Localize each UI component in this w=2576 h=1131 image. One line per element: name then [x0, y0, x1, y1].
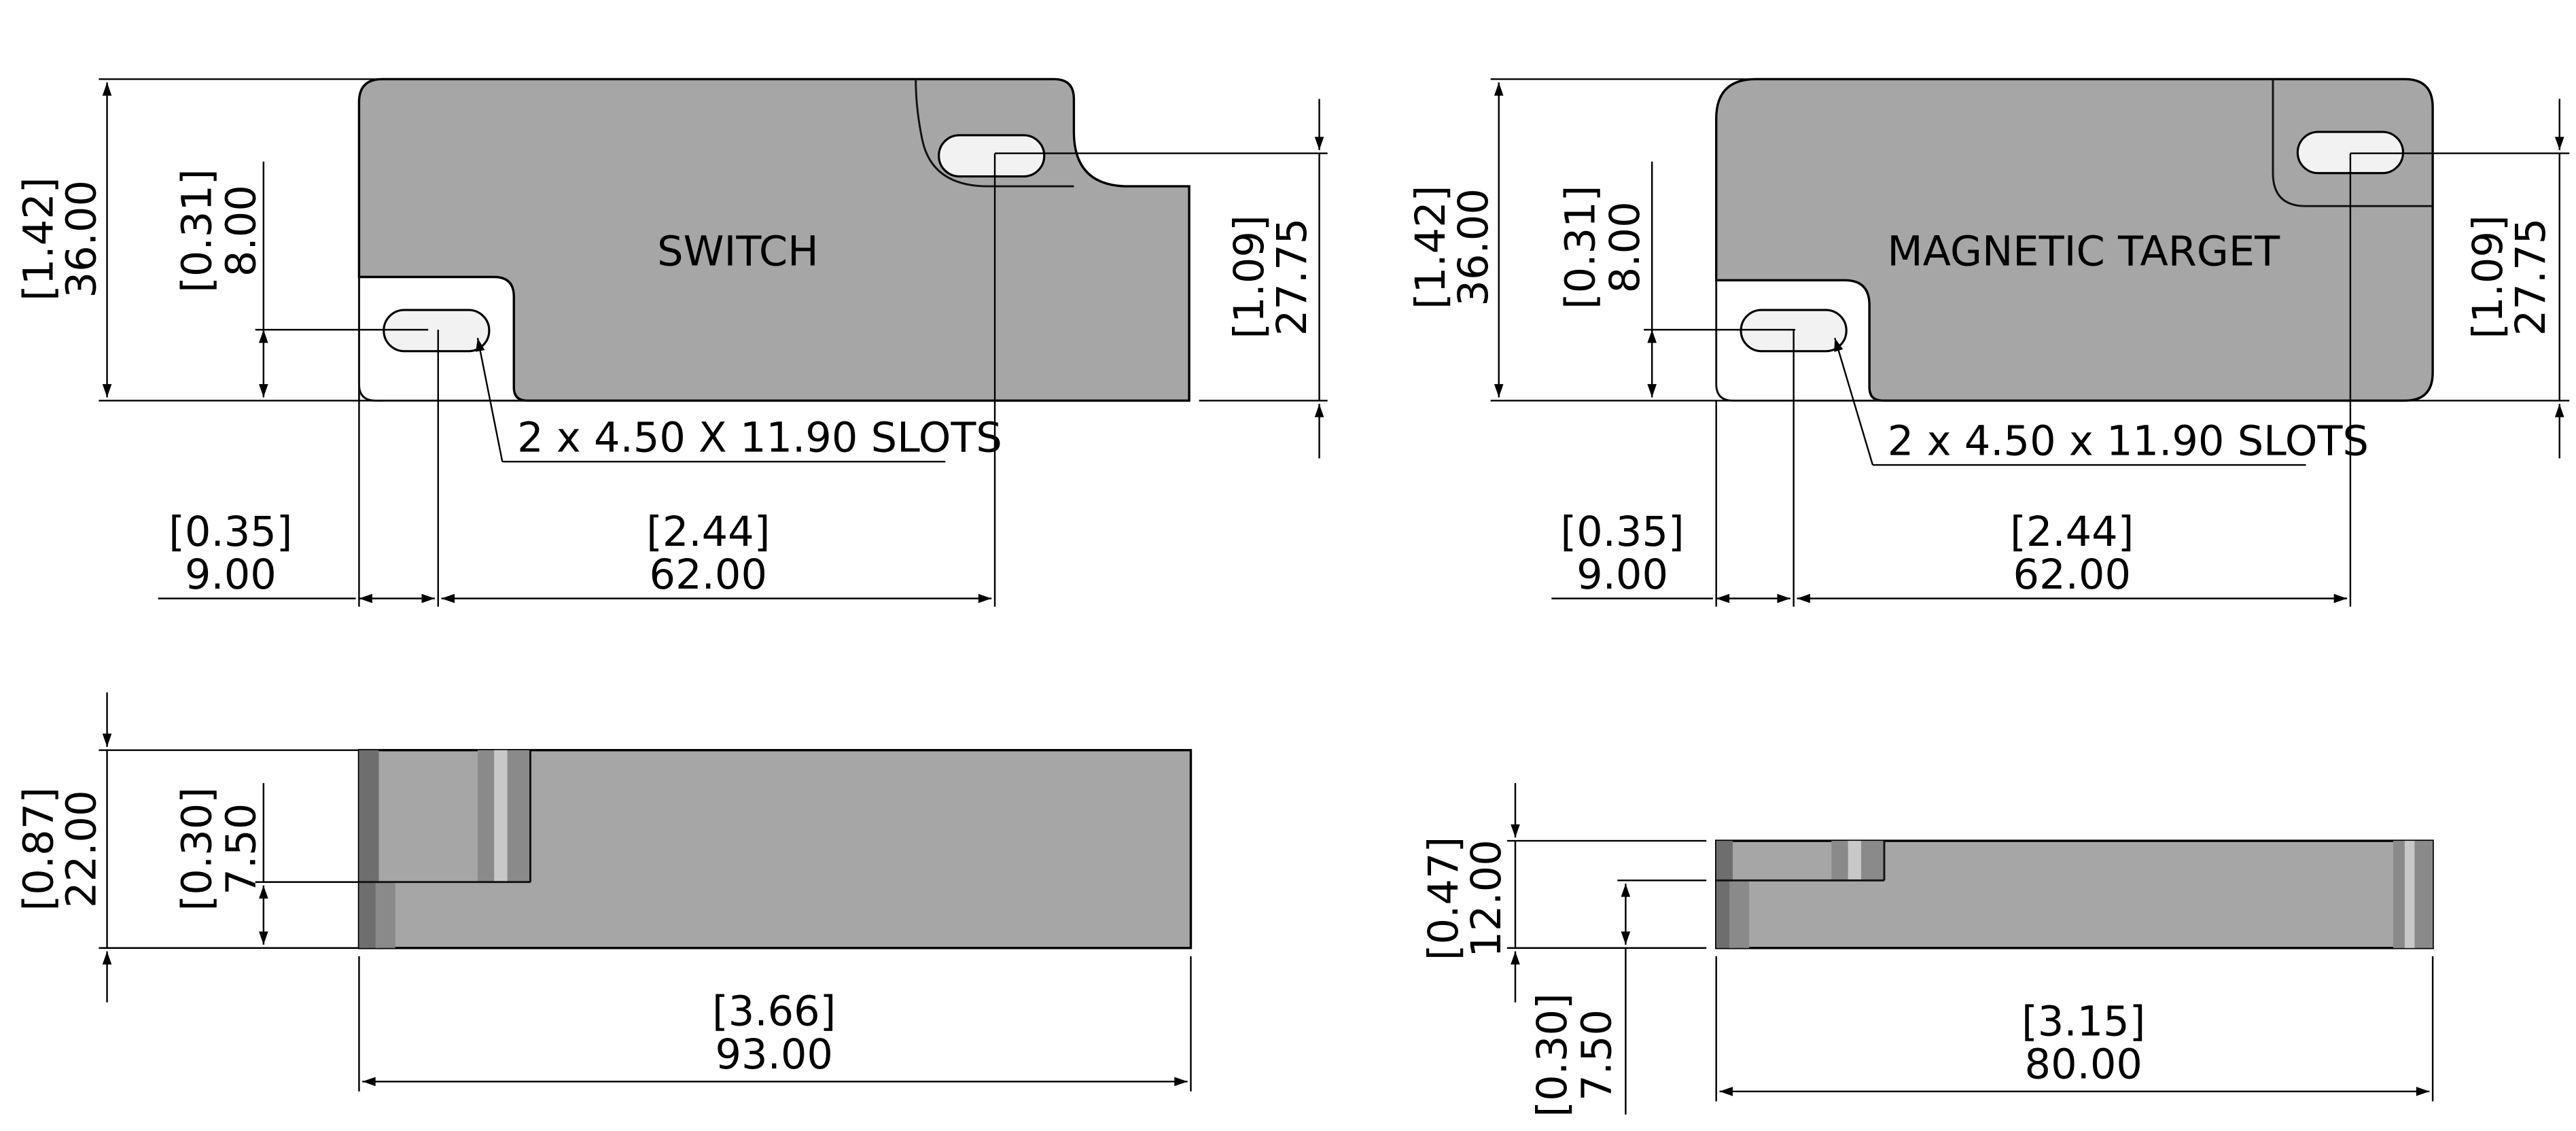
target-side-shade-3 [1848, 841, 1862, 881]
switch-label: SWITCH [657, 228, 819, 276]
target-step-edge [2272, 79, 2433, 207]
switch-right-mm: 27.75 [1269, 218, 1316, 336]
target-slots-leader [1834, 337, 1874, 466]
target-body [1715, 77, 2434, 402]
switch-side-height-in: [0.87] [16, 787, 63, 911]
target-edge-mm: 9.00 [1576, 551, 1668, 599]
switch-slot-offset-in: [0.31] [173, 169, 221, 292]
target-side-body [1715, 839, 2434, 950]
target-side-shade-6 [2404, 841, 2415, 948]
switch-side-shade-4 [375, 882, 395, 948]
target-side-height-mm: 12.00 [1463, 839, 1511, 958]
target-side-height-in: [0.47] [1420, 837, 1468, 960]
switch-edge-in: [0.35] [169, 508, 292, 556]
target-right-mm: 27.75 [2507, 218, 2555, 336]
switch-pitch-mm: 62.00 [650, 551, 767, 599]
switch-side-height-mm: 22.00 [58, 790, 106, 908]
target-height-mm: 36.00 [1450, 188, 1498, 307]
target-slot-offset-mm: 8.00 [1602, 201, 1649, 293]
target-side-view: [0.47] 12.00 [0.30] 7.50 [3.15] 80.00 [1420, 783, 2434, 1117]
switch-side-length-in: [3.66] [712, 988, 836, 1036]
switch-side-shade-3 [494, 750, 508, 882]
target-pitch-mm: 62.00 [2013, 551, 2131, 599]
switch-slot-offset-mm: 8.00 [218, 185, 266, 277]
switch-top-view: SWITCH [1.42] 36.00 [0.31] 8.00 [1.09] 2… [16, 77, 1328, 607]
target-slots-note: 2 x 4.50 x 11.90 SLOTS [1888, 417, 2369, 465]
switch-pitch-in: [2.44] [646, 508, 770, 556]
target-side-length-in: [3.15] [2022, 998, 2145, 1045]
target-side-length-mm: 80.00 [2025, 1041, 2142, 1088]
switch-step-edge [915, 79, 1074, 188]
target-right-in: [1.09] [2465, 215, 2512, 338]
target-slot-offset-in: [0.31] [1557, 186, 1604, 309]
switch-slot-right [938, 134, 1046, 178]
switch-height-mm: 36.00 [58, 180, 106, 298]
switch-height-in: [1.42] [16, 177, 63, 301]
switch-slots-leader [476, 338, 504, 462]
switch-side-view: [0.87] 22.00 [0.30] 7.50 [3.66] 93.00 [16, 692, 1193, 1092]
target-label: MAGNETIC TARGET [1887, 228, 2280, 276]
switch-edge-mm: 9.00 [185, 551, 277, 599]
switch-side-step-mm: 7.50 [218, 803, 266, 895]
target-side-step-mm: 7.50 [1574, 1009, 1621, 1101]
target-height-in: [1.42] [1407, 186, 1455, 309]
target-side-step-in: [0.30] [1529, 993, 1576, 1117]
target-side-shade-4 [1729, 880, 1750, 948]
switch-side-step-in: [0.30] [173, 787, 221, 911]
target-pitch-in: [2.44] [2010, 508, 2134, 556]
switch-slots-note: 2 x 4.50 X 11.90 SLOTS [517, 415, 1002, 462]
switch-right-in: [1.09] [1226, 215, 1273, 338]
target-edge-in: [0.35] [1560, 508, 1684, 556]
target-top-view: MAGNETIC TARGET [1.42] 36.00 [0.31] 8.00… [1407, 77, 2570, 607]
switch-side-length-mm: 93.00 [716, 1031, 833, 1079]
